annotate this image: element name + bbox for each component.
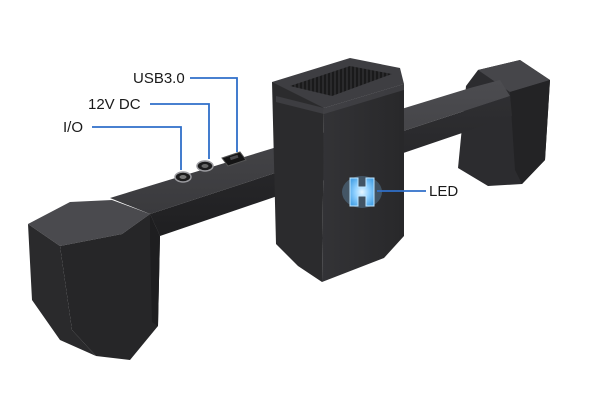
label-io: I/O <box>63 119 83 136</box>
label-led: LED <box>429 183 458 200</box>
left-foot <box>28 200 160 360</box>
port-io <box>174 171 192 183</box>
label-usb: USB3.0 <box>133 70 185 87</box>
port-12v-dc <box>196 160 214 172</box>
h-logo-icon <box>342 176 382 208</box>
leader-line-usb <box>190 77 238 152</box>
leader-line-io <box>92 126 182 170</box>
leader-line-dc <box>150 103 210 159</box>
leader-lines <box>92 77 426 192</box>
center-housing <box>272 58 404 282</box>
label-12v-dc: 12V DC <box>88 96 141 113</box>
port-usb3 <box>221 151 247 167</box>
